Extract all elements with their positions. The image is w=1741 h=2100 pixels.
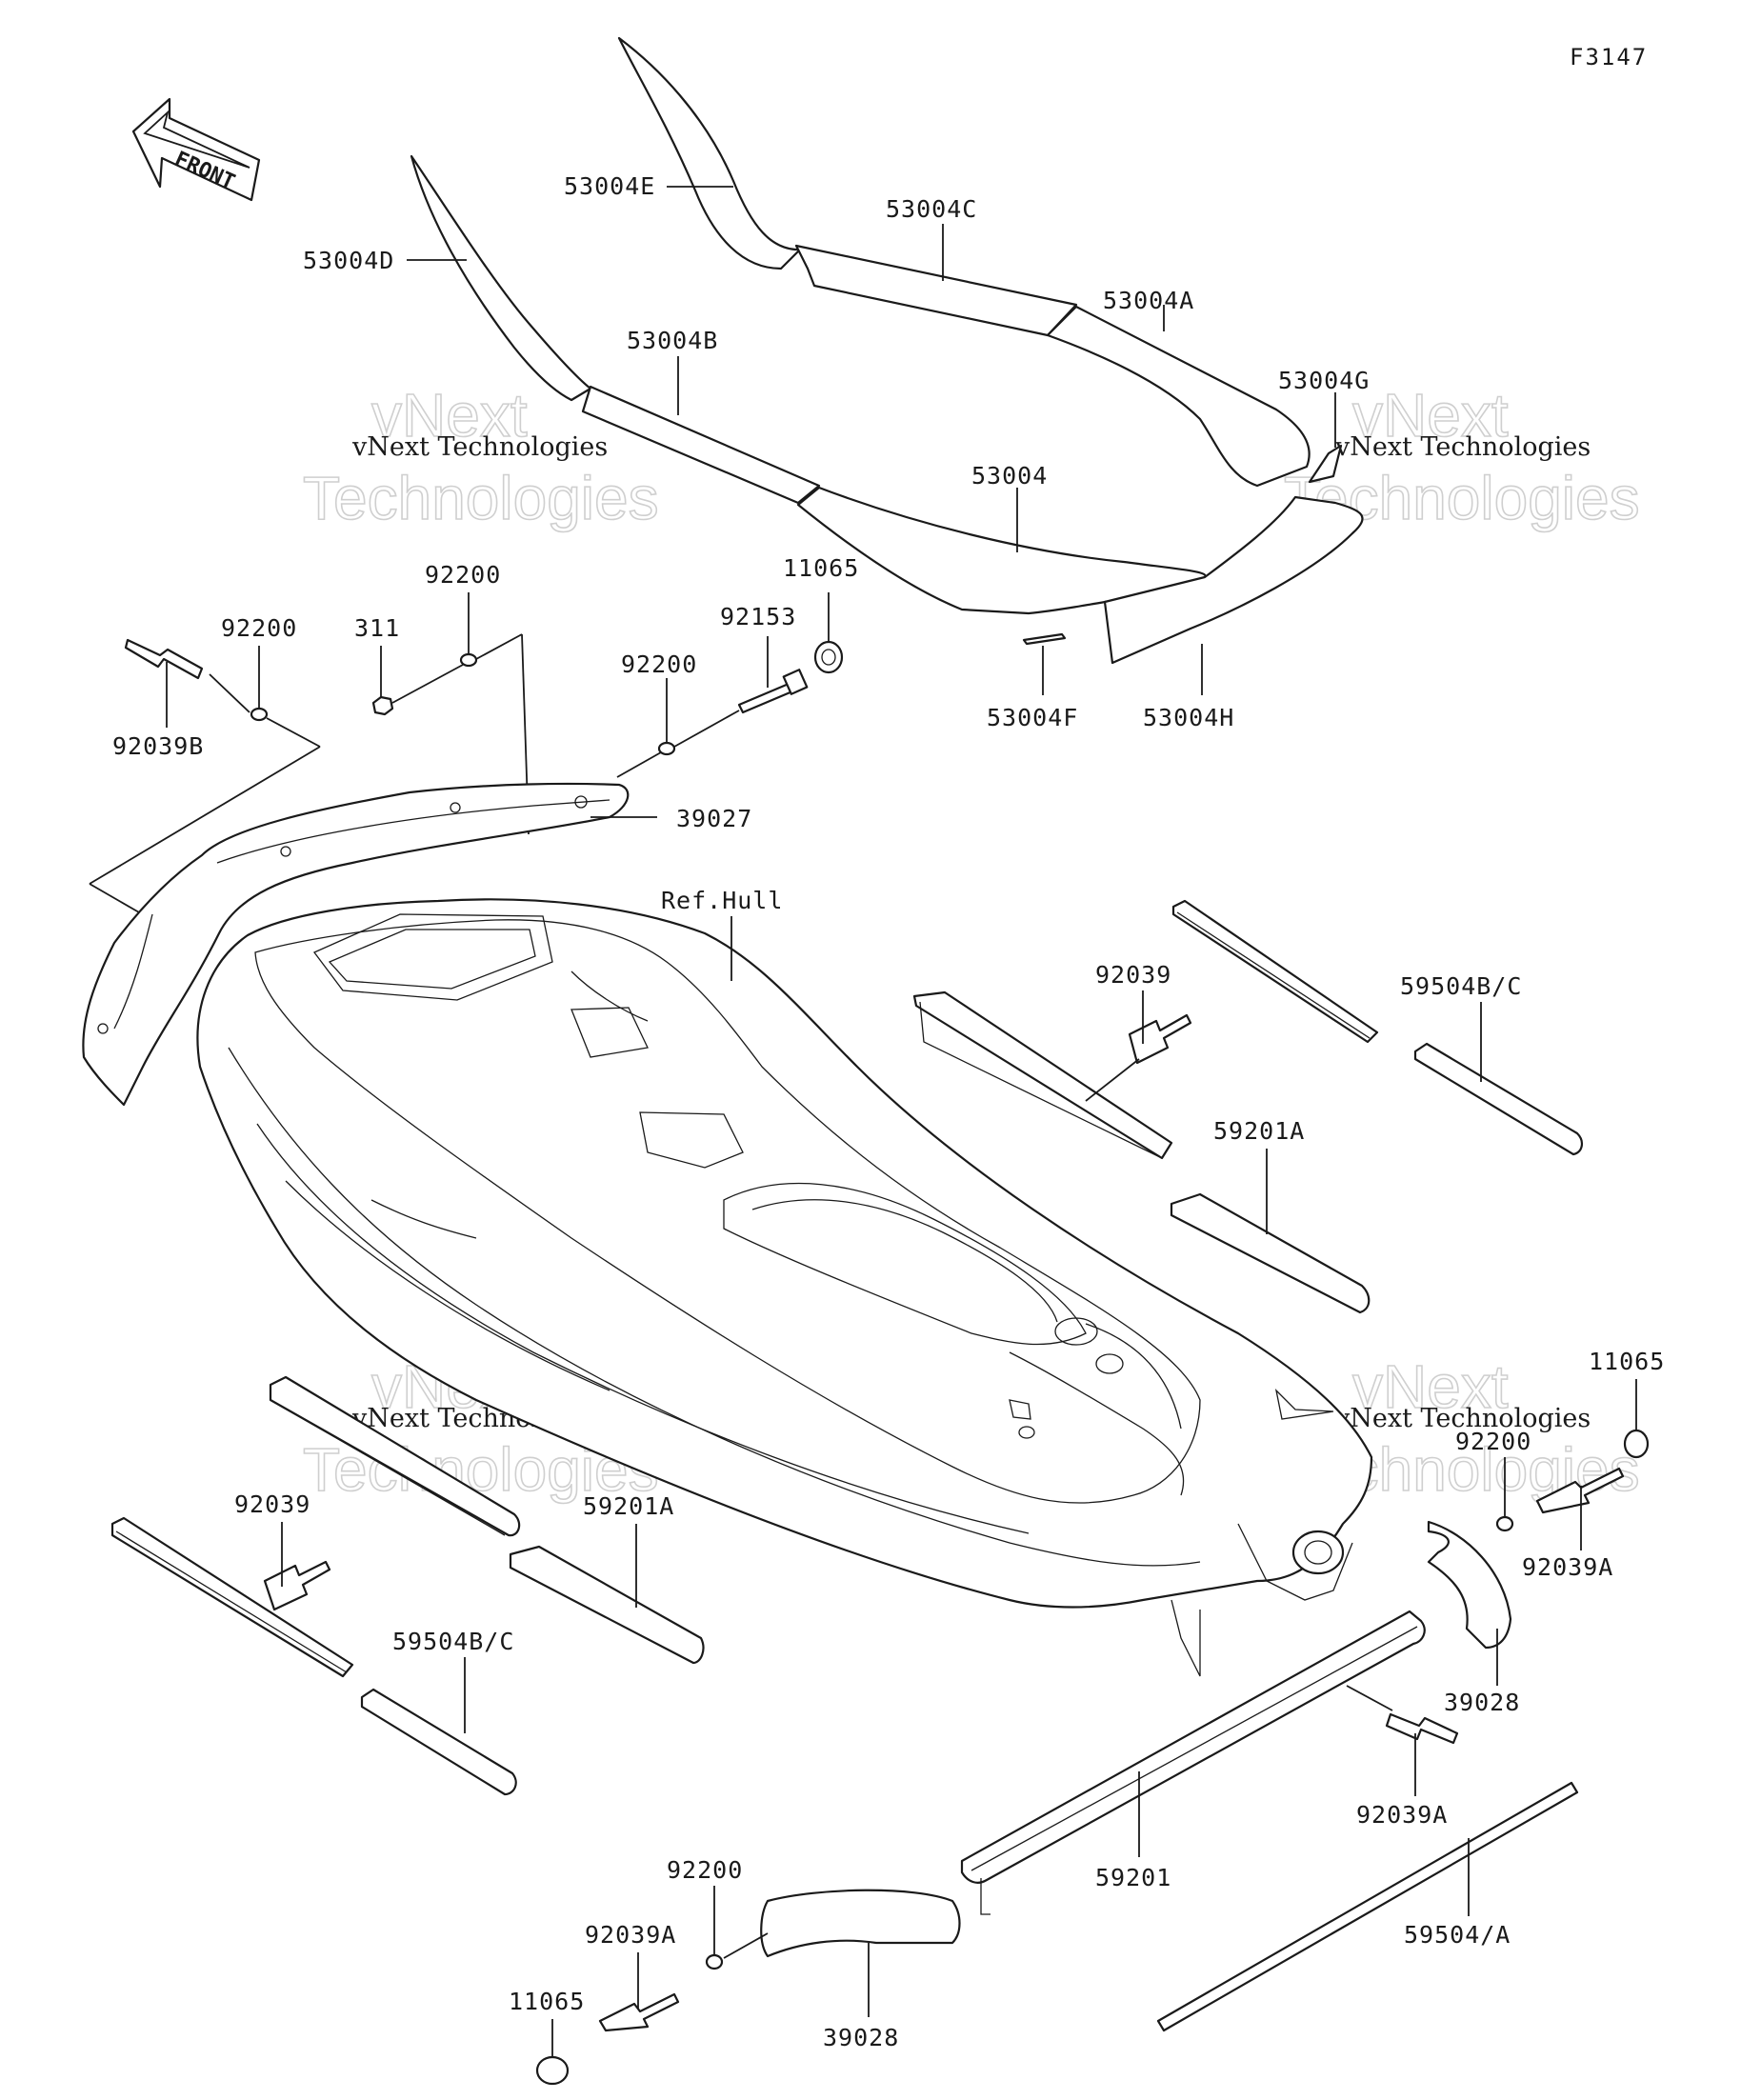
- label-92039A-b: 92039A: [1356, 1801, 1448, 1829]
- rail-59504A: [1156, 1781, 1579, 2032]
- pin-92039A-b: [1385, 1712, 1459, 1745]
- label-59504BC-r: 59504B/C: [1400, 972, 1522, 1000]
- decal-53004C: [794, 244, 1078, 337]
- label-92039-r: 92039: [1095, 961, 1171, 989]
- rails-right: [912, 899, 1583, 1314]
- cap-11065: [813, 640, 844, 674]
- label-92039A-r: 92039A: [1522, 1553, 1613, 1581]
- rails-left: [110, 1375, 705, 1796]
- watermark-logo-line1: vNext: [371, 381, 528, 450]
- watermark-caption: vNext Technologies: [1334, 432, 1591, 462]
- part-labels: 53004E 53004C 53004A 53004D 53004B 53004…: [112, 172, 1665, 2051]
- bumper-39028-b: [760, 1889, 961, 1958]
- nut-311: [371, 695, 394, 716]
- label-53004G: 53004G: [1278, 367, 1370, 394]
- figure-code: F3147: [1570, 44, 1648, 70]
- pin-92039A-bl: [598, 1992, 680, 2032]
- watermark-caption: vNext Technologies: [351, 432, 608, 462]
- washer-92200-left: [250, 707, 269, 722]
- label-53004: 53004: [971, 462, 1048, 490]
- washer-92200-r: [1495, 1515, 1514, 1532]
- label-11065-top: 11065: [783, 554, 859, 582]
- hardware-bottom-left: [535, 1886, 961, 2086]
- label-53004H: 53004H: [1143, 704, 1234, 731]
- label-39028-r: 39028: [1444, 1689, 1520, 1716]
- label-53004F: 53004F: [987, 704, 1078, 731]
- rail-59201: [960, 1610, 1426, 1884]
- label-92039B: 92039B: [112, 732, 204, 760]
- label-ref-hull: Ref.Hull: [661, 887, 783, 914]
- label-53004E: 53004E: [564, 172, 655, 200]
- hull-body: [196, 898, 1373, 1677]
- bumper-39028-r: [1427, 1520, 1512, 1650]
- label-92200-b2: 92200: [667, 1856, 743, 1884]
- label-53004D: 53004D: [303, 247, 394, 274]
- washer-92200-b: [705, 1953, 724, 1970]
- label-39027: 39027: [676, 805, 752, 832]
- label-53004B: 53004B: [627, 327, 718, 354]
- watermark-caption: vNext Technologies: [1334, 1404, 1591, 1433]
- label-59201A-l: 59201A: [583, 1492, 674, 1520]
- label-11065-r: 11065: [1589, 1348, 1665, 1375]
- label-92200-b: 92200: [221, 614, 297, 642]
- decal-53004D: [410, 154, 592, 402]
- pin-92039-r: [1128, 1013, 1192, 1065]
- decal-53004H: [1103, 495, 1364, 665]
- watermark-logo-line2: Technologies: [303, 464, 659, 532]
- cowl-39027: [82, 782, 657, 1107]
- rails-bottom: [960, 1610, 1579, 2032]
- rail-59201A-r-lower: [1170, 1192, 1371, 1314]
- hardware-top: [89, 592, 844, 913]
- watermark-logo-line1: vNext: [1352, 1352, 1509, 1421]
- rail-59504BC-l-upper: [110, 1516, 354, 1678]
- label-92153: 92153: [720, 603, 796, 630]
- label-92200-c: 92200: [621, 650, 697, 678]
- rail-59504BC-r-lower: [1413, 1042, 1583, 1156]
- label-53004A: 53004A: [1103, 287, 1194, 314]
- decal-53004G: [1308, 444, 1343, 484]
- label-53004C: 53004C: [886, 195, 977, 223]
- watermark-top-left: vNext Technologies vNext Technologies: [302, 380, 659, 533]
- label-92039-l: 92039: [234, 1490, 310, 1518]
- label-92200-r: 92200: [1455, 1428, 1531, 1455]
- label-92039A-bl: 92039A: [585, 1921, 676, 1949]
- label-11065-bl: 11065: [509, 1988, 585, 2015]
- label-92200-a: 92200: [425, 561, 501, 589]
- rail-59504BC-l-lower: [360, 1688, 517, 1796]
- hardware-right: [1427, 1379, 1650, 1686]
- cap-11065-bl: [535, 2055, 570, 2086]
- front-arrow-icon: FRONT: [131, 97, 261, 202]
- decal-53004B: [581, 385, 821, 505]
- pin-92039A-r: [1535, 1467, 1625, 1514]
- pin-92039-l: [263, 1560, 331, 1611]
- decal-leaders: [407, 186, 1336, 695]
- seat-decal-group: [410, 36, 1364, 665]
- washer-92200-upper: [459, 652, 478, 668]
- watermark-logo-line1: vNext: [1352, 381, 1509, 450]
- rail-59504BC-r-upper: [1171, 899, 1379, 1044]
- rail-59201A-l-upper: [269, 1375, 521, 1537]
- decal-53004F: [1022, 632, 1067, 646]
- label-59504A: 59504/A: [1404, 1921, 1511, 1949]
- decal-53004E: [617, 36, 802, 270]
- washer-92200: [657, 741, 676, 756]
- label-59504BC-l: 59504B/C: [392, 1628, 514, 1655]
- label-59201: 59201: [1095, 1864, 1171, 1891]
- label-59201A-r: 59201A: [1213, 1117, 1305, 1145]
- bolt-92153: [737, 682, 794, 714]
- label-39028-b: 39028: [823, 2024, 899, 2051]
- label-311: 311: [354, 614, 400, 642]
- rail-59201A-l-lower: [509, 1545, 705, 1665]
- pin-92039B: [124, 638, 204, 680]
- rail-59201A-r-upper: [912, 990, 1173, 1160]
- cap-11065-r: [1623, 1429, 1650, 1459]
- decal-53004A: [1046, 305, 1311, 488]
